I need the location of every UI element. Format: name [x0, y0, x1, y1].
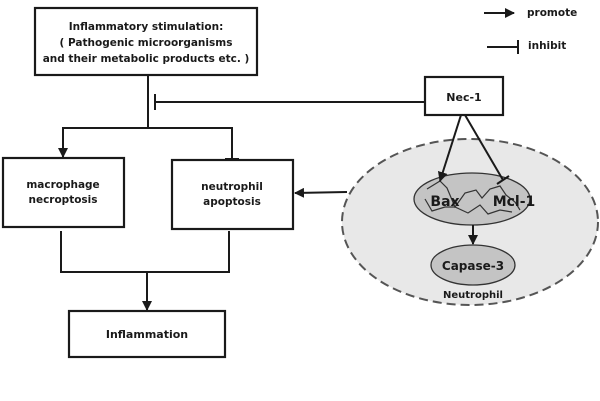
stimulation-line2: ( Pathogenic microorganisms	[60, 37, 233, 49]
node-macrophage: macrophage necroptosis	[1, 156, 126, 229]
bax-label: Bax	[430, 194, 459, 210]
mcl1-label: Mcl-1	[493, 194, 536, 210]
node-mitochondrion: Bax Mcl-1	[413, 172, 536, 226]
edge-nec1-to-bax-arrow	[437, 114, 462, 182]
capase3-label: Capase-3	[442, 259, 504, 273]
mitochondrion-cristae	[424, 180, 521, 215]
node-neutrophil-apoptosis: neutrophil apoptosis	[170, 158, 295, 231]
node-capase3: Capase-3	[430, 244, 516, 286]
legend: promote inhibit	[484, 7, 577, 54]
stimulation-line3: and their metabolic products etc. )	[43, 53, 250, 65]
edge-cell-to-apoptosis-arrow	[294, 187, 348, 198]
edge-nec1-to-mcl1-inhibit-line	[464, 114, 504, 181]
macrophage-line1: macrophage	[26, 179, 99, 191]
node-stimulation: Inflammatory stimulation: ( Pathogenic m…	[33, 6, 259, 77]
legend-promote-label: promote	[527, 7, 577, 19]
legend-inhibit-label: inhibit	[528, 40, 566, 52]
neutrophil-apoptosis-line1: neutrophil	[201, 181, 263, 193]
node-inflammation: Inflammation	[67, 309, 227, 359]
edge-nec1-to-mcl1-inhibit-bar	[496, 175, 510, 185]
capase3-ellipse	[430, 244, 516, 286]
macrophage-line2: necroptosis	[28, 194, 97, 206]
neutrophil-apoptosis-line2: apoptosis	[203, 196, 261, 208]
neutrophil-cell-label: Neutrophil	[443, 290, 503, 301]
node-nec1: Nec-1	[423, 75, 505, 117]
nec1-label: Nec-1	[446, 91, 481, 104]
stimulation-line1: Inflammatory stimulation:	[69, 21, 224, 33]
inflammation-label: Inflammation	[106, 328, 188, 341]
